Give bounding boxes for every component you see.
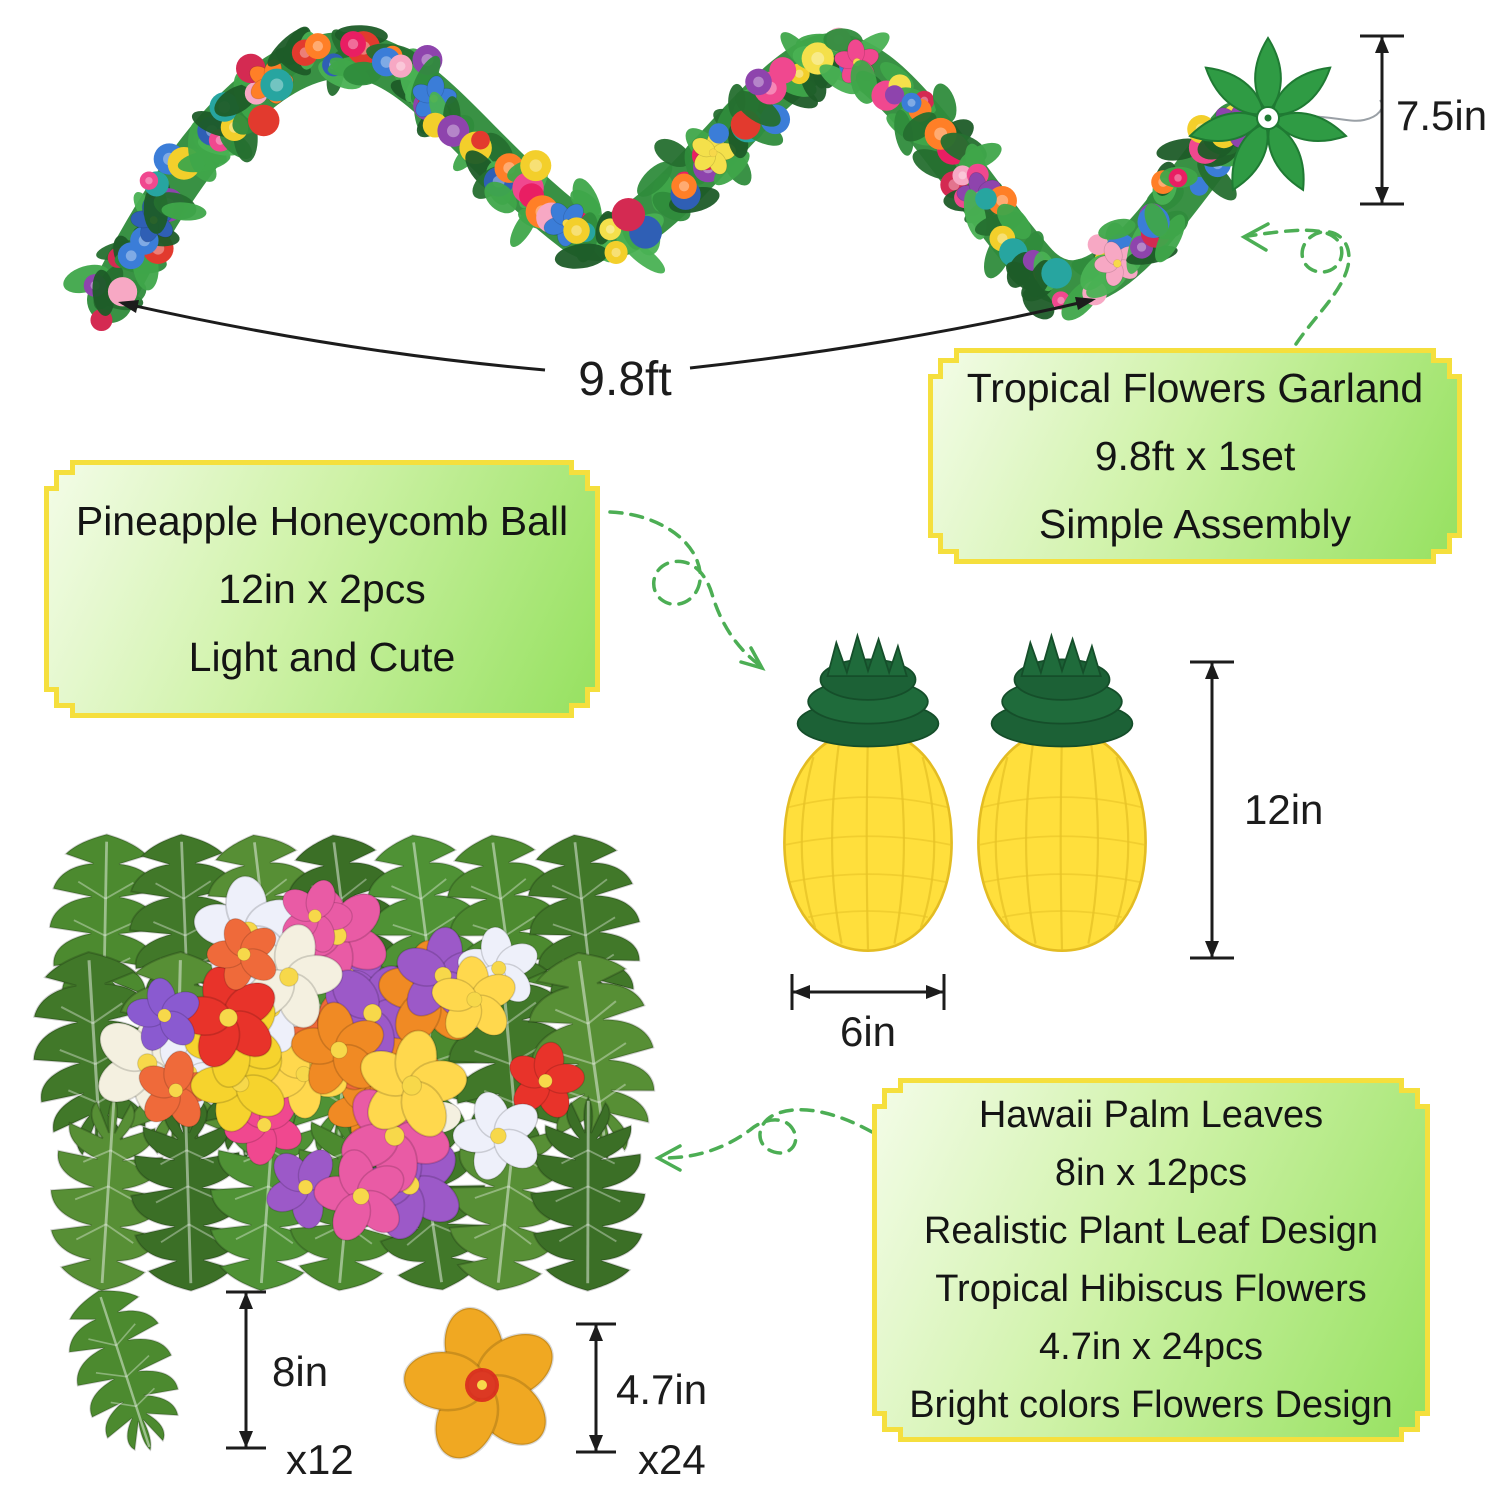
label-line: Hawaii Palm Leaves [978, 1094, 1324, 1136]
dim-label-hibiscus-count: x24 [638, 1436, 706, 1483]
label-line: 4.7in x 24pcs [1039, 1326, 1263, 1368]
dashed-arrows [608, 228, 1351, 1160]
dashed-arrow-heads [654, 222, 1270, 1172]
label-card-garland: Tropical Flowers Garland 9.8ft x 1set Si… [928, 348, 1462, 564]
tropical-flowers-garland-illustration [63, 25, 1269, 332]
label-line: Tropical Flowers Garland [966, 365, 1424, 411]
dimension-garland-length [118, 297, 1096, 372]
dim-label-leaf-height: 8in [272, 1348, 329, 1395]
label-line: Simple Assembly [1038, 501, 1352, 547]
label-card-pineapple: Pineapple Honeycomb Ball 12in x 2pcs Lig… [44, 460, 600, 718]
dim-label-leaf-count: x12 [286, 1436, 354, 1483]
dim-label-pineapple-height: 12in [1244, 786, 1324, 833]
label-line: Tropical Hibiscus Flowers [935, 1268, 1367, 1310]
label-line: Light and Cute [188, 634, 456, 680]
single-palm-leaf-icon [50, 1274, 199, 1467]
pineapple-honeycomb-right [977, 634, 1147, 952]
arrow-to-leaf-pile [662, 1107, 874, 1160]
arrow-to-garland [1246, 228, 1351, 346]
dimension-leaf-height [226, 1290, 266, 1450]
label-line: 9.8ft x 1set [1094, 433, 1296, 479]
dimension-flower-height [1360, 34, 1404, 206]
label-card-body: Hawaii Palm Leaves 8in x 12pcs Realistic… [877, 1083, 1425, 1437]
label-line: Bright colors Flowers Design [909, 1384, 1393, 1426]
label-line: Pineapple Honeycomb Ball [75, 498, 569, 544]
arrow-to-pineapples [608, 510, 760, 666]
label-card-leaves-flowers: Hawaii Palm Leaves 8in x 12pcs Realistic… [872, 1078, 1430, 1442]
dimension-hibiscus-height [576, 1322, 616, 1454]
dim-label-hibiscus-height: 4.7in [616, 1366, 708, 1413]
dim-label-pineapple-width: 6in [839, 1008, 897, 1055]
dim-label-flower-height: 7.5in [1396, 92, 1488, 139]
label-card-body: Tropical Flowers Garland 9.8ft x 1set Si… [933, 353, 1457, 559]
dim-label-garland-length: 9.8ft [578, 353, 672, 406]
single-hibiscus-flower-icon [382, 1289, 582, 1483]
label-card-body: Pineapple Honeycomb Ball 12in x 2pcs Lig… [49, 465, 595, 713]
label-line: Realistic Plant Leaf Design [923, 1210, 1379, 1252]
dimension-pineapple-height [1190, 660, 1234, 960]
green-palm-flower-icon [1188, 36, 1383, 192]
label-line: 12in x 2pcs [218, 566, 426, 612]
label-line: 8in x 12pcs [1054, 1152, 1248, 1194]
pineapple-honeycomb-left [783, 634, 953, 952]
dimension-pineapple-width [790, 974, 946, 1010]
